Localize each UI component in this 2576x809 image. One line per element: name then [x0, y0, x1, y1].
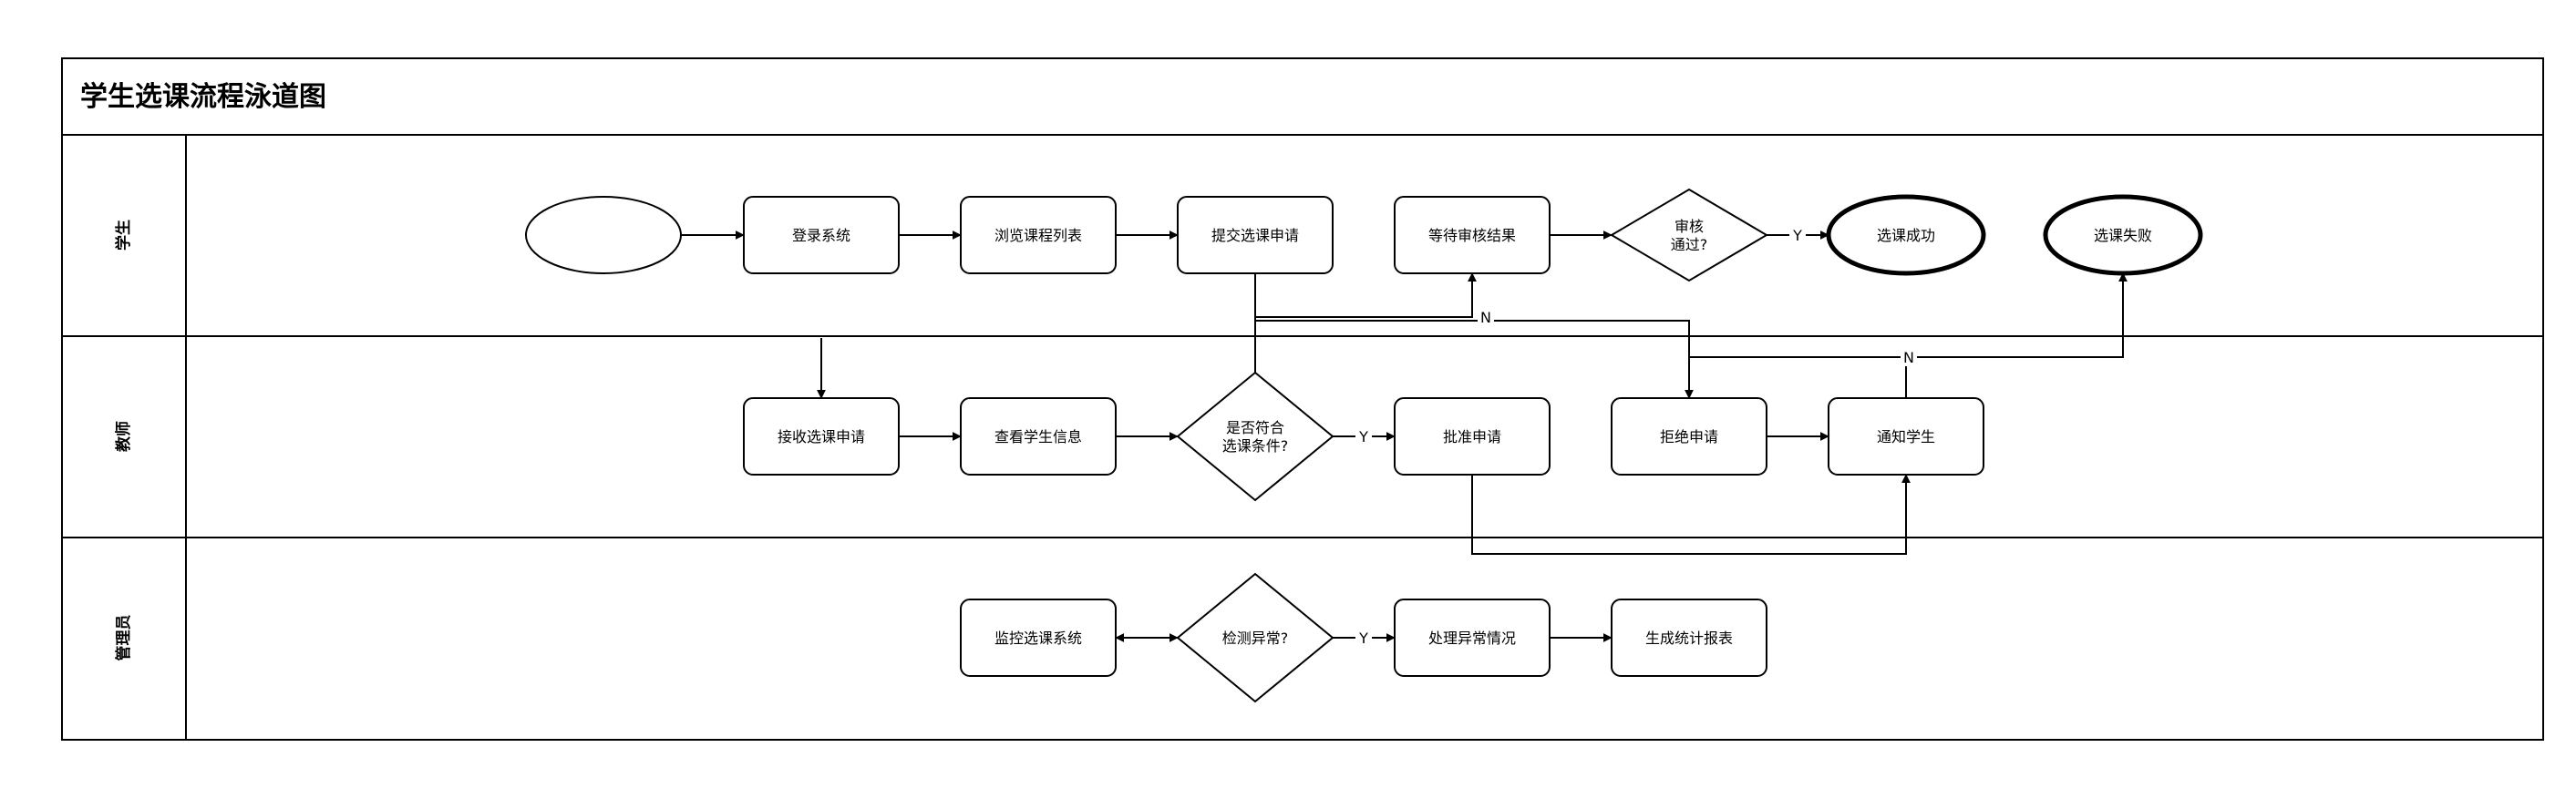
node-wait: 等待审核结果 [1394, 196, 1551, 274]
node-label-approve: 批准申请 [1443, 428, 1501, 445]
node-shape-approve [1394, 397, 1551, 476]
node-success: 选课成功 [1826, 194, 1986, 276]
edge-approve-notify [1471, 474, 1911, 555]
lane-label-student: 学生 [114, 220, 133, 251]
node-label-submit: 提交选课申请 [1211, 227, 1299, 244]
node-notify: 通知学生 [1828, 397, 1984, 476]
node-shape-handle [1394, 599, 1551, 677]
node-shape-submit [1177, 196, 1334, 274]
diagram-title: 学生选课流程泳道图 [80, 81, 326, 113]
node-shape-wait [1394, 196, 1551, 274]
node-label-monitor: 监控选课系统 [994, 630, 1082, 647]
node-shape-fail [2043, 194, 2203, 276]
node-shape-view [960, 397, 1117, 476]
node-label-detect: 检测异常? [1222, 630, 1289, 647]
edge-labels-layer: Y N Y N Y [1355, 226, 1917, 647]
node-shape-browse [960, 196, 1117, 274]
node-shape-notify [1828, 397, 1984, 476]
node-approved: 审核通过? [1610, 188, 1768, 282]
edge-label-detect-handle: Y [1355, 629, 1372, 647]
node-shape-receive [743, 397, 900, 476]
edge-label-text-approved-fail: N [1903, 349, 1914, 366]
node-label-fail: 选课失败 [2094, 227, 2152, 244]
node-label-notify: 通知学生 [1877, 428, 1935, 445]
edge-label-text-approved-success: Y [1792, 227, 1802, 244]
node-fail: 选课失败 [2043, 194, 2203, 276]
node-shape-eligible [1176, 371, 1334, 502]
edges-layer [681, 230, 2128, 642]
node-login: 登录系统 [743, 196, 900, 274]
node-detect: 检测异常? [1176, 572, 1334, 703]
node-label-success: 选课成功 [1877, 227, 1935, 244]
node-label-reject: 拒绝申请 [1660, 428, 1718, 445]
node-label-view: 查看学生信息 [994, 428, 1082, 445]
node-label-eligible: 是否符合选课条件? [1222, 419, 1289, 455]
node-approve: 批准申请 [1394, 397, 1551, 476]
edge-approved-fail [1689, 272, 2128, 398]
edge-notify-wait [1254, 273, 1694, 399]
edge-label-text-detect-handle: Y [1358, 630, 1368, 647]
node-shape-success [1826, 194, 1986, 276]
node-label-wait: 等待审核结果 [1428, 227, 1516, 244]
node-view: 查看学生信息 [960, 397, 1117, 476]
lane-label-teacher: 教师 [114, 421, 133, 453]
edge-label-eligible-reject: N [1478, 308, 1494, 326]
node-reject: 拒绝申请 [1611, 397, 1767, 476]
edge-label-approved-success: Y [1789, 226, 1806, 244]
node-label-receive: 接收选课申请 [778, 428, 865, 445]
node-shape-detect [1176, 572, 1334, 703]
node-label-approved: 审核通过? [1671, 218, 1708, 253]
edge-label-eligible-approve: Y [1355, 427, 1372, 445]
edge-eligible-reject [1254, 272, 1477, 373]
nodes-layer: 登录系统 浏览课程列表 提交选课申请 等待审核结果 审核通过? 选课成功 选课失败接收选课申… [525, 188, 2203, 703]
node-start [525, 196, 682, 274]
node-label-browse: 浏览课程列表 [994, 227, 1082, 244]
node-shape-approved [1610, 188, 1768, 282]
node-shape-reject [1611, 397, 1767, 476]
diagram-frame [61, 57, 2544, 741]
node-shape-monitor [960, 599, 1117, 677]
edge-label-text-eligible-approve: Y [1358, 428, 1368, 445]
node-report: 生成统计报表 [1611, 599, 1767, 677]
node-label-login: 登录系统 [792, 227, 850, 244]
node-browse: 浏览课程列表 [960, 196, 1117, 274]
node-label-handle: 处理异常情况 [1428, 630, 1516, 647]
node-receive: 接收选课申请 [743, 397, 900, 476]
node-eligible: 是否符合选课条件? [1176, 371, 1334, 502]
edge-label-text-eligible-reject: N [1480, 309, 1491, 326]
node-handle: 处理异常情况 [1394, 599, 1551, 677]
lane-label-admin: 管理员 [114, 615, 133, 661]
node-monitor: 监控选课系统 [960, 599, 1117, 677]
node-shape-start [525, 196, 682, 274]
node-shape-login [743, 196, 900, 274]
node-label-report: 生成统计报表 [1645, 630, 1733, 647]
node-shape-report [1611, 599, 1767, 677]
node-submit: 提交选课申请 [1177, 196, 1334, 274]
edge-label-approved-fail: N [1901, 348, 1917, 366]
